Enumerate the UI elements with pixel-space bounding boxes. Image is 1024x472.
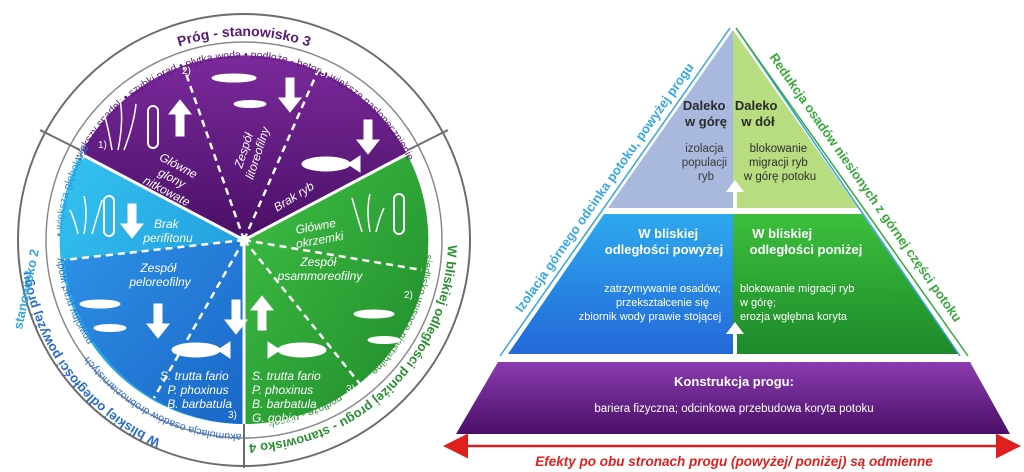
fish-icon [171, 341, 231, 359]
arrow-down-icon [145, 303, 171, 339]
number-label: 3) [228, 410, 237, 421]
substrate-tile-icon [393, 193, 405, 235]
arrow-down-icon [355, 119, 381, 155]
habitat-wheel: Próg - stanowisko 3 większy spadek • szy… [10, 13, 471, 468]
sector-dividers [63, 65, 423, 399]
base-title: Konstrukcja progu: [674, 374, 794, 389]
number-label: 1) [414, 152, 423, 163]
algae-icon [351, 193, 385, 233]
arrow-up-icon [726, 322, 744, 354]
arrow-down-icon [223, 299, 249, 335]
base-text: bariera fizyczna; odcinkowa przebudowa k… [594, 403, 873, 415]
tier-top-right [733, 30, 858, 208]
fish-icon [301, 155, 361, 173]
mid-right-text: blokowanie migracji ryb w górę; erozja w… [739, 283, 857, 323]
tier-mid-right [733, 214, 958, 354]
top-right-text: blokowanie migracji ryb w górę potoku [743, 143, 816, 183]
tier-mid-left [508, 214, 733, 354]
insect-larva-icon [211, 73, 267, 108]
tier-base [456, 362, 1010, 434]
insect-larva-icon [353, 309, 401, 344]
number-label: 3) [320, 68, 329, 79]
label-psammoreophilic: Zespół psammoreofilny [277, 255, 364, 283]
fish-icon [267, 341, 327, 359]
label-fish-species-upstream: S. trutta fario P. phoxinus B. barbatula [160, 369, 232, 411]
pyramid-right-guide [735, 27, 969, 357]
number-label: 1) [76, 150, 85, 161]
arrow-up-icon [726, 180, 744, 212]
arrow-down-icon [277, 77, 303, 113]
mid-left-title: W bliskiej odległości powyżej [605, 226, 723, 257]
tier-top-left [608, 30, 733, 208]
substrate-tile-icon [147, 105, 159, 149]
effects-pyramid: Daleko w górę izolacja populacji ryb Dal… [443, 27, 1021, 469]
top-right-title: Daleko w dół [735, 98, 781, 129]
algae-icon [69, 195, 103, 235]
arrow-up-icon [167, 99, 193, 137]
number-label: 2) [404, 290, 413, 301]
top-left-text: izolacja populacji ryb [682, 143, 731, 183]
insect-larva-icon [79, 299, 127, 332]
mid-right-title: W bliskiej odległości poniżej [750, 226, 863, 257]
number-label: 3) [346, 384, 355, 395]
algae-icon [103, 99, 137, 151]
pyramid-left-guide [499, 27, 961, 357]
number-label: 2) [58, 282, 67, 293]
label-no-periphyton: Brak perifitonu [142, 217, 193, 245]
label-peloreophilic: Zespół peloreofilny [128, 261, 191, 289]
sector-station-3 [81, 55, 407, 241]
arrow-up-icon [249, 295, 275, 331]
arrow-down-icon [119, 203, 145, 239]
number-label: 1) [98, 140, 107, 151]
bottom-arrow-label: Efekty po obu stronach progu (powyżej/ p… [535, 454, 933, 469]
substrate-tile-icon [103, 195, 115, 237]
label-fish-species-downstream: S. trutta fario P. phoxinus B. barbatula… [252, 369, 324, 425]
number-label: 2) [182, 66, 191, 77]
top-left-title: Daleko w górę [683, 98, 729, 129]
mid-left-text: zatrzymywanie osadów; przekształcenie si… [579, 283, 724, 323]
